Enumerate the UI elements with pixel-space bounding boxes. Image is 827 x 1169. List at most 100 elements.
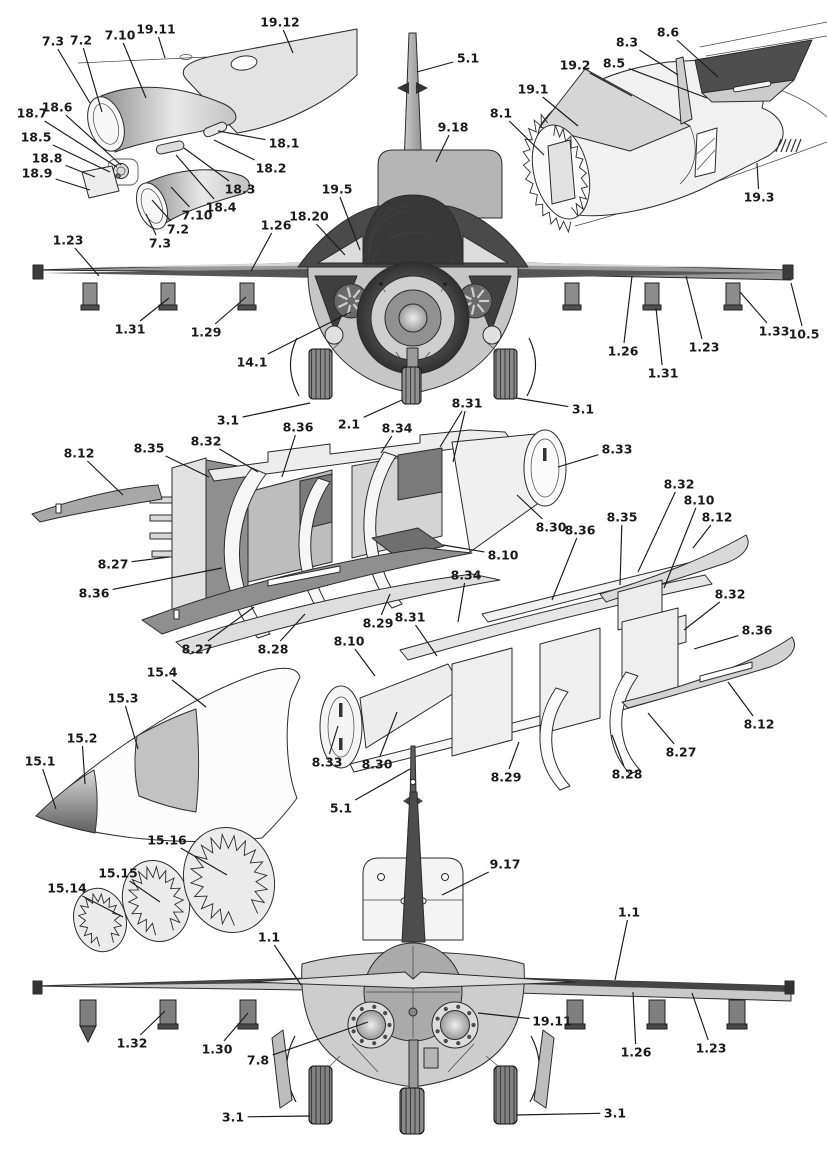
part-number-label: 1.32 <box>117 1036 148 1051</box>
callout-1.26: 1.26 <box>608 275 639 359</box>
part-number-label: 8.3 <box>616 35 638 50</box>
part-number-label: 1.26 <box>608 344 639 359</box>
callout-1.23: 1.23 <box>685 275 720 355</box>
rear-fuselage-frame-illustration <box>319 534 795 791</box>
callout-1.29: 1.29 <box>191 296 247 340</box>
serrated-glue-rim <box>522 113 589 234</box>
callout-8.29: 8.29 <box>363 593 393 631</box>
part-number-label: 15.2 <box>67 731 98 746</box>
callout-15.1: 15.1 <box>25 754 57 810</box>
part-number-label: 18.20 <box>289 209 329 224</box>
part-number-label: 3.1 <box>222 1110 244 1125</box>
part-number-label: 15.15 <box>98 866 138 881</box>
part-number-label: 8.35 <box>607 510 638 525</box>
frame-hoop <box>539 687 571 791</box>
part-number-label: 8.6 <box>657 25 679 40</box>
callout-10.5: 10.5 <box>789 282 819 342</box>
part-number-label: 1.29 <box>191 325 222 340</box>
engine-nozzle-left <box>347 1001 395 1049</box>
part-number-label: 19.12 <box>260 15 300 30</box>
part-number-label: 7.2 <box>167 222 189 237</box>
callout-8.12: 8.12 <box>64 446 124 496</box>
side-cutout <box>694 127 718 178</box>
callout-8.33: 8.33 <box>312 725 343 770</box>
part-number-label: 8.27 <box>666 745 697 760</box>
canopy <box>362 194 464 265</box>
part-number-label: 1.23 <box>53 233 84 248</box>
callout-8.6: 8.6 <box>657 25 719 78</box>
part-number-label: 7.10 <box>182 208 213 223</box>
part-number-label: 15.1 <box>25 754 56 769</box>
pylons-rear <box>79 999 748 1044</box>
upper-intake-duct <box>100 86 237 153</box>
callout-8.27: 8.27 <box>182 606 255 657</box>
callout-7.2: 7.2 <box>70 33 103 113</box>
callout-18.20: 18.20 <box>289 209 346 256</box>
lower-plank <box>175 573 501 655</box>
callout-15.15: 15.15 <box>98 866 161 903</box>
part-number-label: 8.27 <box>182 642 213 657</box>
callout-8.12: 8.12 <box>727 681 774 732</box>
fin-spar-blade <box>675 56 693 125</box>
part-number-label: 8.12 <box>64 446 95 461</box>
part-number-label: 7.3 <box>42 34 64 49</box>
callout-7.3: 7.3 <box>145 213 171 251</box>
fin-rear <box>401 791 426 943</box>
part-number-label: 1.26 <box>621 1045 652 1060</box>
callout-19.3: 19.3 <box>744 162 774 205</box>
part-number-label: 1.31 <box>115 322 146 337</box>
callout-8.1: 8.1 <box>490 106 545 156</box>
part-number-label: 8.30 <box>362 757 393 772</box>
part-number-label: 8.33 <box>602 442 633 457</box>
oval-doubler-part <box>155 140 185 155</box>
nose-tube <box>359 663 463 749</box>
part-number-label: 18.1 <box>269 136 300 151</box>
callout-3.1: 3.1 <box>217 402 311 428</box>
part-number-label: 8.29 <box>491 770 522 785</box>
part-number-label: 1.30 <box>202 1042 233 1057</box>
callout-5.1: 5.1 <box>416 51 479 73</box>
callout-1.26: 1.26 <box>250 218 292 272</box>
callout-2.1: 2.1 <box>338 399 403 432</box>
callout-18.2: 18.2 <box>213 139 286 176</box>
part-number-label: 8.32 <box>191 434 222 449</box>
part-number-label: 19.5 <box>322 182 353 197</box>
callout-15.2: 15.2 <box>67 731 98 785</box>
callout-19.5: 19.5 <box>322 182 361 251</box>
part-number-label: 8.32 <box>715 587 746 602</box>
part-number-label: 1.31 <box>648 366 679 381</box>
callout-1.23: 1.23 <box>53 233 100 277</box>
callout-18.3: 18.3 <box>183 147 255 197</box>
part-number-label: 7.8 <box>247 1053 269 1068</box>
callout-8.28: 8.28 <box>258 613 306 657</box>
callout-1.32: 1.32 <box>117 1010 166 1051</box>
part-number-label: 8.36 <box>79 586 110 601</box>
callout-18.9: 18.9 <box>22 166 91 191</box>
part-number-label: 8.5 <box>603 56 625 71</box>
part-number-label: 1.1 <box>618 905 640 920</box>
part-number-label: 8.33 <box>312 755 343 770</box>
callout-18.7: 18.7 <box>17 106 118 168</box>
part-number-label: 7.3 <box>149 236 171 251</box>
callout-7.3: 7.3 <box>42 34 91 104</box>
part-number-label: 1.23 <box>689 340 720 355</box>
part-number-label: 8.36 <box>742 623 773 638</box>
part-number-label: 18.7 <box>17 106 48 121</box>
part-number-label: 5.1 <box>457 51 479 66</box>
callout-19.2: 19.2 <box>560 58 633 97</box>
part-number-label: 8.10 <box>334 634 365 649</box>
callout-8.30: 8.30 <box>362 711 398 772</box>
callout-18.4: 18.4 <box>175 154 237 215</box>
part-number-label: 7.10 <box>105 28 136 43</box>
landing-gear-upper-view <box>289 325 537 405</box>
callout-8.32: 8.32 <box>191 434 259 473</box>
callout-8.5: 8.5 <box>603 56 708 99</box>
callout-8.36: 8.36 <box>281 420 314 478</box>
part-number-label: 15.14 <box>47 881 87 896</box>
callout-7.10: 7.10 <box>170 186 213 223</box>
part-number-label: 1.1 <box>258 930 280 945</box>
part-number-label: 3.1 <box>217 413 239 428</box>
callout-8.34: 8.34 <box>451 568 482 623</box>
front-view-upper-illustration <box>32 32 794 405</box>
